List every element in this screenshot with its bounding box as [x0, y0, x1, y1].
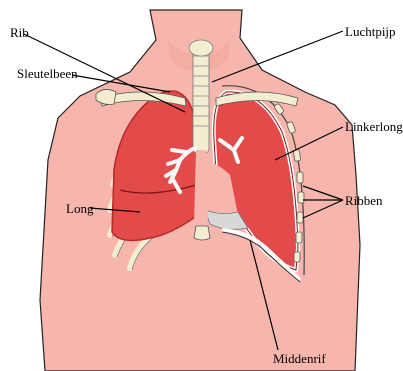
label-ribben: Ribben — [345, 194, 383, 207]
label-long: Long — [66, 202, 93, 215]
trachea — [189, 40, 213, 154]
xiphoid — [194, 226, 210, 240]
label-luchtpijp: Luchtpijp — [345, 25, 396, 38]
label-middenrif: Middenrif — [273, 352, 326, 365]
label-rib: Rib — [10, 26, 29, 39]
right-shoulder-bone — [96, 89, 116, 104]
label-sleutelbeen: Sleutelbeen — [17, 67, 78, 80]
sternum — [194, 150, 208, 225]
label-linkerlong: Linkerlong — [345, 120, 403, 133]
